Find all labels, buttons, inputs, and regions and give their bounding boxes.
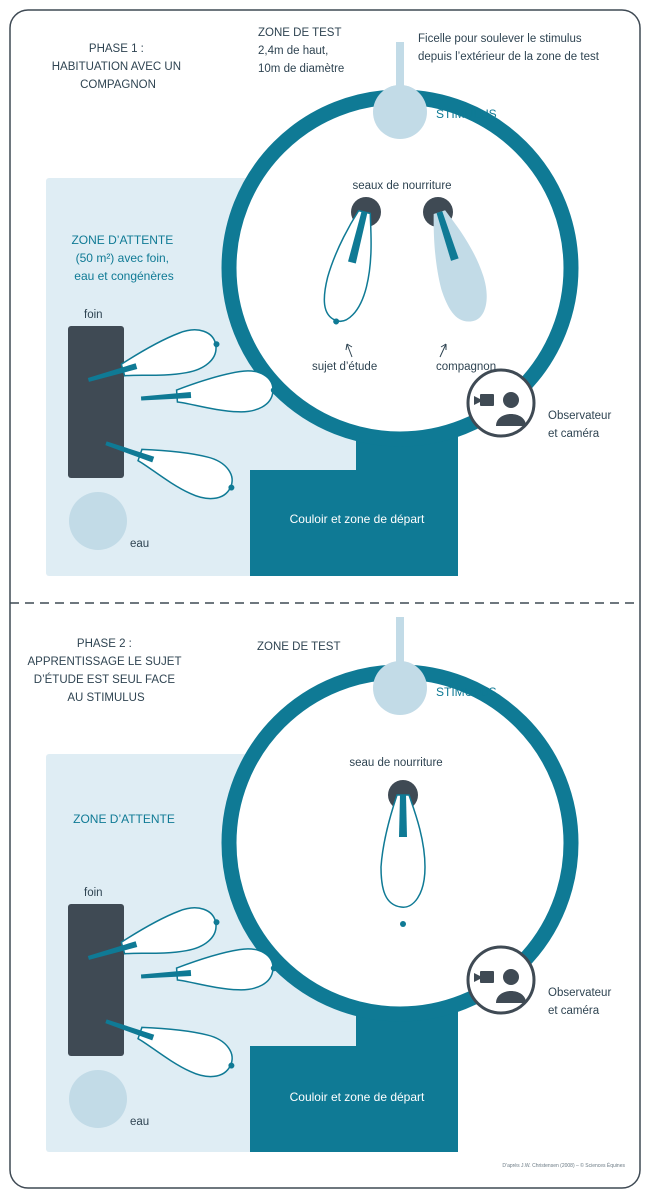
phase1-water-label: eau [130,538,149,550]
phase1-subject-label: sujet d’étude [312,361,377,373]
phase2-test-zone-label: ZONE DE TEST [257,641,341,653]
phase2-title: PHASE 2 : APPRENTISSAGE LE SUJET D’ÉTUDE… [27,638,184,704]
phase2-person-icon [496,969,526,1003]
phase2-hay-label: foin [84,887,103,899]
phase1-observer-label: Observateur et caméra [548,410,614,440]
phase1-corridor [250,470,458,576]
phase2-panel: PHASE 2 : APPRENTISSAGE LE SUJET D’ÉTUDE… [27,617,614,1152]
phase1-test-zone-label: ZONE DE TEST 2,4m de haut, 10m de diamèt… [258,27,345,75]
phase2-corridor [250,1046,458,1152]
phase2-corridor-label: Couloir et zone de départ [290,1090,425,1104]
phase2-bucket-label: seau de nourriture [349,757,442,769]
phase1-person-icon [496,392,526,426]
phase1-buckets-label: seaux de nourriture [352,180,451,192]
phase2-waiting-zone-label: ZONE D’ATTENTE [73,812,175,826]
phase1-hay-rack [68,326,124,478]
phase2-string [396,617,404,667]
phase1-corridor-label: Couloir et zone de départ [290,512,425,526]
phase1-panel: PHASE 1 : HABITUATION AVEC UN COMPAGNON … [46,27,614,576]
credit-text: D’après J.W. Christensen (2008) – © Scie… [502,1162,625,1169]
phase1-companion-label: compagnon [436,361,496,373]
phase1-water-trough [69,492,127,550]
phase1-stimulus-label: STIMULUS [436,107,497,121]
phase2-camera-icon [474,971,494,983]
phase1-hay-label: foin [84,309,103,321]
phase1-title: PHASE 1 : HABITUATION AVEC UN COMPAGNON [52,43,185,91]
phase2-stimulus-label: STIMULUS [436,685,497,699]
phase1-subject-horse [323,209,372,325]
phase1-string-note: Ficelle pour soulever le stimulus depuis… [418,33,600,63]
phase2-water-trough [69,1070,127,1128]
phase2-subject-horse [380,794,426,927]
phase2-observer-label: Observateur et caméra [548,987,614,1017]
phase2-hay-rack [68,904,124,1056]
phase2-water-label: eau [130,1116,149,1128]
phase1-waiting-zone-label: ZONE D’ATTENTE (50 m²) avec foin, eau et… [71,233,176,283]
phase2-stimulus-disc [373,661,427,715]
phase1-camera-icon [474,394,494,406]
phase1-string [396,42,404,90]
phase1-companion-horse [433,210,487,322]
